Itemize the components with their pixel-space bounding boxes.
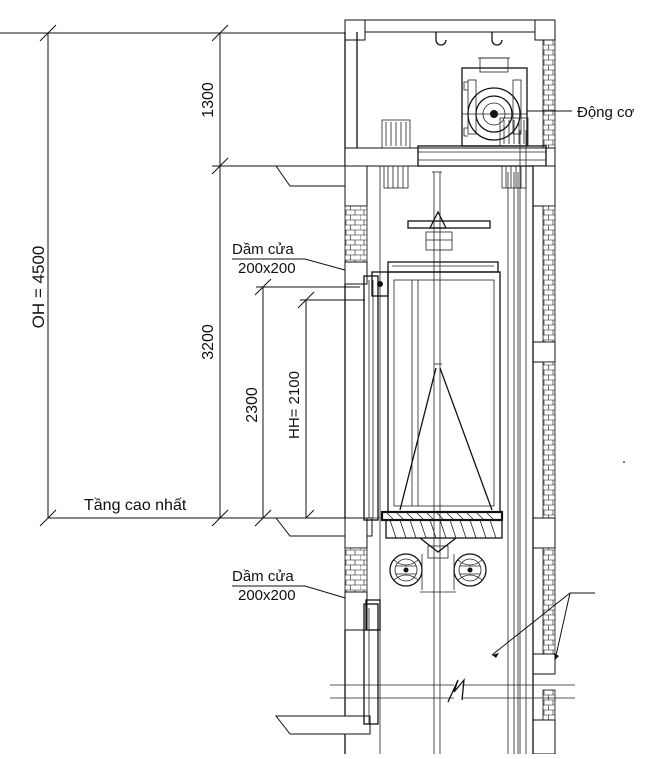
traction-motor [461, 57, 528, 147]
door-beam-upper-title: Dầm cửa [232, 241, 294, 258]
landing-door-lower [363, 599, 381, 725]
shaft-front-wall [274, 165, 373, 754]
door-beam-lower-size: 200x200 [238, 587, 296, 604]
top-clearance-dimension: 1300 [200, 82, 217, 118]
counterweight-callout [491, 592, 595, 661]
elevator-car [380, 210, 504, 559]
shaft-rear-wall [532, 165, 556, 755]
dimension-lines [0, 24, 365, 527]
bottom-sheave-right [453, 553, 487, 587]
machine-room [344, 19, 556, 167]
landing-door-upper [357, 271, 389, 521]
opening-height-dimension: 2300 [244, 387, 261, 423]
door-beam-lower-title: Dầm cửa [232, 568, 294, 585]
marker-dot [623, 461, 625, 463]
door-beam-upper-size: 200x200 [238, 260, 296, 277]
bottom-sheave-left [389, 553, 423, 587]
oh-dimension-label: OH = 4500 [29, 246, 48, 329]
top-floor-label: Tầng cao nhất [84, 497, 187, 514]
motor-label: Động cơ [577, 104, 635, 121]
floor-height-dimension: 3200 [200, 324, 217, 360]
rope-hitch-left [381, 119, 411, 189]
door-height-dimension: HH= 2100 [286, 371, 303, 439]
shaft-break-line [330, 677, 575, 703]
guide-rails [379, 130, 527, 754]
